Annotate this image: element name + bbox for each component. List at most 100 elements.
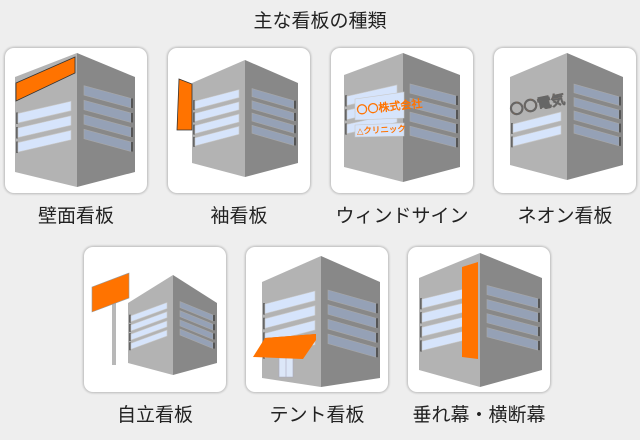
building-illustration: 〇〇株式会社 △クリニック [344, 53, 460, 182]
projecting-sign [176, 78, 193, 131]
sign-label: テント看板 [269, 404, 365, 426]
window-frame [129, 314, 131, 323]
window-frame [420, 326, 422, 338]
window-frame [420, 340, 422, 352]
window-left [130, 320, 168, 341]
window-right [409, 125, 457, 148]
window-frame [456, 123, 458, 134]
tent-awning [253, 334, 316, 359]
window-frame [456, 138, 458, 148]
building-illustration [176, 60, 298, 177]
window-frame [294, 137, 296, 146]
window-left [17, 129, 72, 153]
window-right [179, 328, 214, 350]
building-illustration: 〇〇電気 [508, 53, 623, 180]
sign-pole [112, 283, 116, 365]
window-frame [511, 136, 513, 148]
sign-card-neon: 〇〇電気 [494, 48, 636, 193]
sign-label: ネオン看板 [517, 205, 613, 227]
window-frame [193, 112, 195, 123]
window-frame [193, 124, 195, 135]
building-left-wall [192, 60, 245, 177]
window-frame [131, 127, 133, 137]
building-illustration [253, 256, 380, 387]
window-right [486, 313, 539, 337]
window-frame [345, 109, 347, 121]
window-frame [263, 332, 265, 344]
window-frame [131, 98, 133, 108]
window-left [194, 113, 240, 135]
window-left [512, 111, 562, 134]
window-frame [619, 110, 621, 119]
window-frame [129, 342, 131, 351]
window-frame [538, 326, 540, 337]
window-frame [129, 333, 131, 342]
window-frame [619, 96, 621, 106]
window-frame [294, 100, 296, 109]
window-left [17, 115, 72, 138]
building-illustration [419, 253, 542, 387]
building-illustration [15, 53, 135, 187]
window-left [264, 290, 316, 314]
sign-card-tent [246, 247, 388, 392]
window-left [354, 122, 405, 138]
wall-sign [15, 56, 76, 102]
window-frame [193, 136, 195, 147]
window-left [264, 305, 316, 329]
building-right-wall [567, 53, 623, 180]
window-frame [294, 112, 296, 121]
window-right [486, 299, 539, 323]
window-frame [538, 312, 540, 323]
window-frame [131, 112, 133, 123]
sign-label: ウィンドサイン [335, 205, 469, 227]
window-left [194, 89, 240, 110]
window-sign-text: 〇〇株式会社 [356, 96, 423, 117]
window-left [194, 125, 240, 147]
window-frame [16, 141, 18, 154]
window-right [409, 83, 457, 106]
window-frame [213, 324, 215, 331]
window-frame [376, 332, 378, 343]
window-frame [456, 95, 458, 106]
building-right-wall [77, 53, 135, 187]
window-left [130, 302, 168, 323]
sign-card-window: 〇〇株式会社 △クリニック [331, 48, 473, 193]
window-left [130, 329, 168, 350]
window-frame [263, 303, 265, 315]
window-left [354, 91, 405, 121]
window-sign-text: △クリニック [357, 123, 407, 137]
window-frame [619, 123, 621, 133]
window-frame [376, 318, 378, 328]
sign-card-projecting [168, 48, 310, 193]
standalone-sign-board [91, 272, 130, 313]
building-left-wall [128, 275, 173, 375]
sign-label: 袖看板 [210, 205, 268, 227]
window-frame [213, 342, 215, 349]
window-frame [376, 303, 378, 314]
sign-label: 自立看板 [116, 404, 193, 426]
window-frame [193, 100, 195, 111]
sign-card-banner [408, 247, 550, 392]
window-left [17, 100, 72, 124]
window-frame [376, 347, 378, 358]
window-frame [420, 312, 422, 324]
window-frame [263, 317, 265, 330]
building-illustration [91, 272, 217, 375]
window-frame [619, 137, 621, 146]
window-frame [294, 125, 296, 134]
window-frame [213, 333, 215, 340]
window-frame [456, 109, 458, 120]
window-frame [131, 142, 133, 152]
window-frame [538, 340, 540, 351]
building-left-wall [510, 53, 567, 180]
sign-label: 壁面看板 [37, 205, 114, 227]
window-frame [213, 315, 215, 322]
window-left [130, 311, 168, 332]
window-frame [511, 123, 513, 134]
page-title: 主な看板の種類 [253, 10, 387, 32]
building-right-wall [173, 275, 217, 375]
sign-card-standalone [84, 247, 226, 392]
sign-card-wall [5, 48, 147, 193]
hanging-banner [462, 262, 478, 359]
sign-label: 垂れ幕・横断幕 [412, 404, 546, 426]
